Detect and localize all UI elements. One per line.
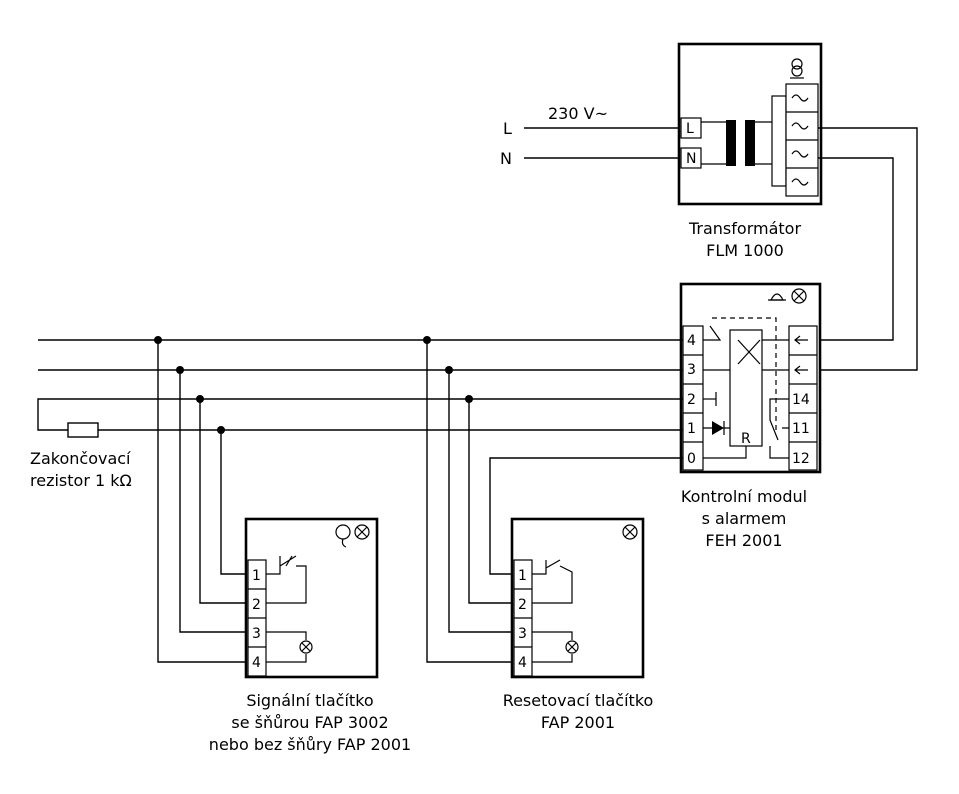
module-terminal-11: 11 bbox=[792, 421, 810, 437]
reset-terminal-4: 4 bbox=[518, 655, 527, 671]
reset-terminal-2: 2 bbox=[518, 597, 527, 613]
module-terminal-4: 4 bbox=[687, 333, 696, 349]
line-n-label: N bbox=[500, 149, 512, 168]
transformer: L N Transformátor FLM 1000 bbox=[677, 42, 823, 260]
module-name-line3: FEH 2001 bbox=[705, 531, 782, 550]
transformer-name-line1: Transformátor bbox=[688, 219, 801, 238]
signal-terminal-3: 3 bbox=[252, 626, 261, 642]
reset-terminal-1: 1 bbox=[518, 568, 527, 584]
reset-button: 1 2 3 4 Resetovací tlačítko FAP 2001 bbox=[503, 517, 654, 732]
module-terminal-0: 0 bbox=[687, 451, 696, 467]
module-terminal-14: 14 bbox=[792, 392, 810, 408]
signal-terminal-1: 1 bbox=[252, 568, 261, 584]
terminating-resistor: Zakončovací rezistor 1 kΩ bbox=[30, 422, 132, 490]
module-terminal-1: 1 bbox=[687, 421, 696, 437]
module-name-line1: Kontrolní modul bbox=[681, 487, 807, 506]
resistor-label-line1: Zakončovací bbox=[30, 449, 131, 468]
reset-name-line1: Resetovací tlačítko bbox=[503, 691, 654, 710]
signal-name-line1: Signální tlačítko bbox=[246, 691, 373, 710]
lamp-icon bbox=[622, 524, 638, 540]
module-terminal-12: 12 bbox=[792, 451, 810, 467]
signal-terminal-2: 2 bbox=[252, 597, 261, 613]
signal-terminal-4: 4 bbox=[252, 655, 261, 671]
alarm-lamp-icon bbox=[768, 288, 807, 304]
transformer-terminal-l bbox=[680, 117, 702, 139]
junction-dot bbox=[154, 336, 162, 344]
bell-lamp-icon bbox=[335, 524, 370, 548]
relay-label: R bbox=[741, 431, 751, 447]
transformer-terminal-l-label: L bbox=[686, 121, 694, 137]
transformer-terminal-n bbox=[680, 147, 702, 169]
junction-dot bbox=[176, 366, 184, 374]
junction-dot bbox=[217, 426, 225, 434]
transformer-terminal-n-label: N bbox=[686, 151, 696, 167]
transformer-output-wires bbox=[816, 127, 918, 371]
supply-voltage-label: 230 V~ bbox=[548, 104, 608, 123]
signal-button: 1 2 3 4 Signální tlačítko se šňůrou FAP … bbox=[209, 517, 411, 754]
junction-dot bbox=[465, 395, 473, 403]
bus-lines bbox=[37, 339, 683, 575]
reset-name-line2: FAP 2001 bbox=[541, 713, 615, 732]
junction-dot bbox=[445, 366, 453, 374]
transformer-symbol-icon bbox=[790, 58, 804, 79]
supply-lines: L N 230 V~ bbox=[500, 104, 680, 168]
module-name-line2: s alarmem bbox=[702, 509, 787, 528]
junctions bbox=[154, 336, 514, 663]
module-terminal-3: 3 bbox=[687, 362, 696, 378]
transformer-name-line2: FLM 1000 bbox=[706, 241, 784, 260]
module-terminal-2: 2 bbox=[687, 392, 696, 408]
signal-name-line2: se šňůrou FAP 3002 bbox=[231, 713, 388, 732]
line-l-label: L bbox=[503, 119, 512, 138]
signal-name-line3: nebo bez šňůry FAP 2001 bbox=[209, 735, 411, 754]
control-module: 4 3 2 1 0 14 11 12 R Kontrolní modul bbox=[679, 282, 822, 550]
junction-dot bbox=[196, 395, 204, 403]
resistor-label-line2: rezistor 1 kΩ bbox=[30, 471, 132, 490]
resistor-symbol bbox=[67, 422, 99, 438]
junction-dot bbox=[423, 336, 431, 344]
reset-terminal-3: 3 bbox=[518, 626, 527, 642]
